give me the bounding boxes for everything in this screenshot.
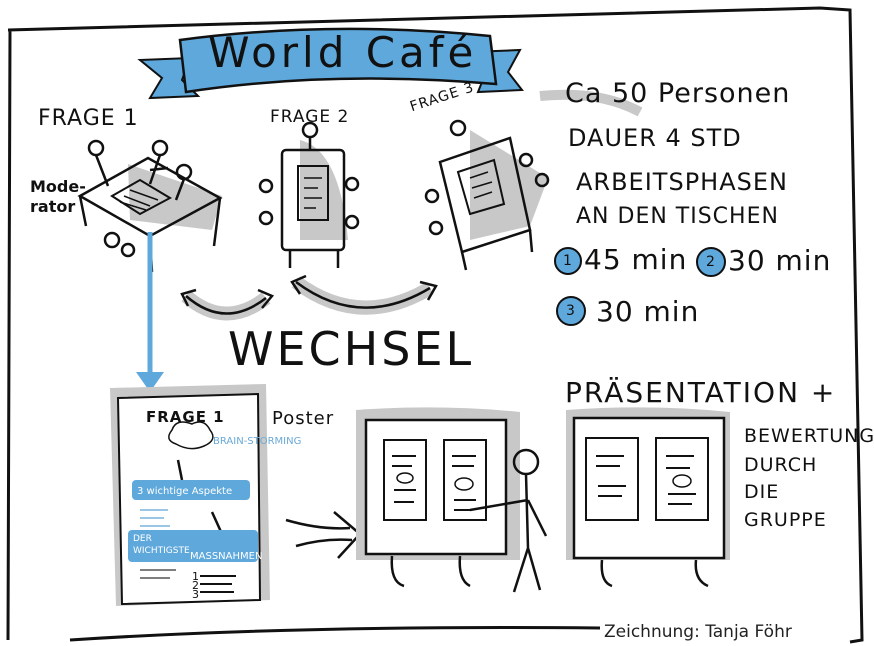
shadow-3 bbox=[470, 130, 548, 240]
presentation-title: Präsentation + bbox=[565, 376, 837, 409]
flow-arrow-down bbox=[136, 232, 164, 392]
worksheet-cloud-label: Brain-storming bbox=[213, 436, 302, 447]
worksheet-list-1: 1 bbox=[192, 570, 199, 583]
presentation-line-1: Bewertung bbox=[744, 425, 874, 447]
moderator-label-line1: Mode- bbox=[30, 177, 86, 196]
frame-bottom bbox=[69, 626, 601, 642]
table-3 bbox=[424, 119, 550, 271]
rotation-arrows bbox=[180, 274, 438, 321]
flow-arrow-right bbox=[285, 511, 362, 559]
worksheet-important-line2: wichtigste bbox=[133, 546, 190, 556]
phase-2-badge bbox=[696, 247, 726, 277]
worksheet-important-line1: Der bbox=[133, 534, 152, 544]
worksheet-list-3: 3 bbox=[192, 588, 199, 601]
phase-1-badge bbox=[554, 247, 582, 275]
poster-label: Poster bbox=[272, 408, 335, 429]
phase-2-number: 2 bbox=[706, 254, 715, 270]
phase-3-badge bbox=[556, 296, 586, 326]
phase-1-number: 1 bbox=[563, 253, 572, 269]
frame-border bbox=[6, 6, 864, 644]
worksheet-aspects: 3 wichtige Aspekte bbox=[137, 486, 233, 497]
rotation-label: Wechsel bbox=[228, 322, 475, 376]
worksheet bbox=[110, 384, 270, 606]
duration: Dauer 4 Std bbox=[568, 124, 742, 152]
poster-board-1 bbox=[356, 407, 548, 593]
phases-heading-line2: an den Tischen bbox=[576, 204, 779, 229]
phase-3-time: 30 min bbox=[596, 295, 700, 328]
page-title: World Café bbox=[208, 28, 478, 77]
shadow-info bbox=[539, 89, 643, 117]
phases-heading-line1: Arbeitsphasen bbox=[576, 168, 788, 196]
poster-board-2 bbox=[566, 407, 730, 588]
worksheet-title: Frage 1 bbox=[146, 408, 225, 426]
credit-line: Zeichnung: Tanja Föhr bbox=[604, 622, 792, 642]
table-1-question: Frage 1 bbox=[38, 106, 139, 131]
table-2 bbox=[258, 121, 360, 268]
table-2-question: Frage 2 bbox=[270, 107, 350, 127]
presentation-line-4: Gruppe bbox=[744, 509, 827, 531]
shadow-2 bbox=[300, 140, 348, 240]
phase-3-number: 3 bbox=[566, 303, 575, 319]
participants-count: Ca 50 Personen bbox=[565, 78, 791, 109]
phase-1-time: 45 min bbox=[584, 243, 688, 276]
title-banner bbox=[137, 27, 524, 100]
moderator-label-line2: rator bbox=[30, 197, 76, 216]
presentation-line-3: die bbox=[744, 481, 780, 503]
worksheet-measures: Maßnahmen bbox=[190, 551, 263, 562]
presentation-line-2: durch bbox=[744, 454, 818, 476]
phase-2-time: 30 min bbox=[728, 244, 832, 277]
worksheet-list-2: 2 bbox=[192, 579, 199, 592]
